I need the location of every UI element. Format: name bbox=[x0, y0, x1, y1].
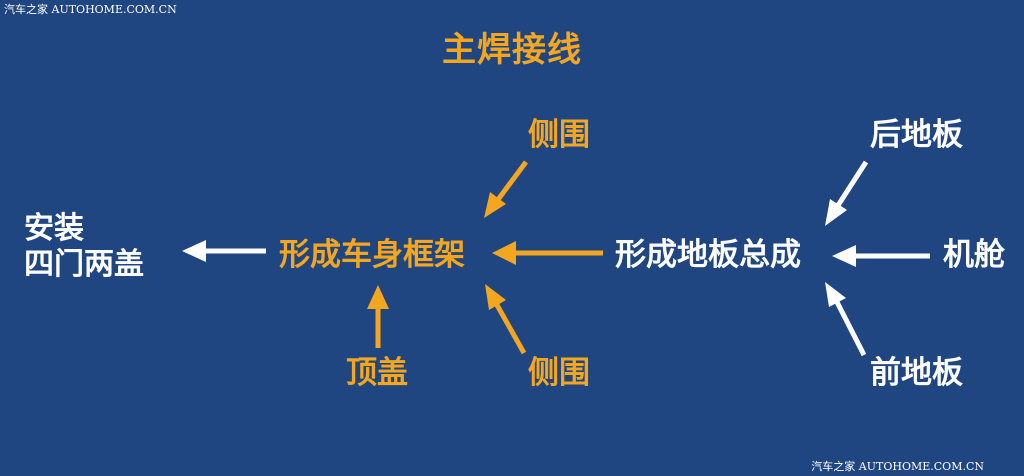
roof-node: 顶盖 bbox=[346, 355, 408, 391]
front-floor-node: 前地板 bbox=[870, 355, 963, 391]
arrow-floor-to-frame bbox=[492, 241, 603, 265]
watermark-top: 汽车之家 AUTOHOME.COM.CN bbox=[4, 3, 177, 16]
arrow-side-top-to-frame bbox=[484, 160, 529, 218]
arrow-roof-to-frame bbox=[367, 285, 389, 348]
body-frame-node: 形成车身框架 bbox=[279, 237, 465, 273]
final-step-label: 安装 四门两盖 bbox=[24, 211, 144, 283]
watermark-bottom: 汽车之家 AUTOHOME.COM.CN bbox=[811, 460, 984, 473]
final-step-line2: 四门两盖 bbox=[24, 247, 144, 282]
diagram-title: 主焊接线 bbox=[442, 30, 582, 70]
arrow-side-bottom-to-frame bbox=[485, 284, 527, 355]
arrow-front-to-floor bbox=[825, 282, 867, 357]
rear-floor-node: 后地板 bbox=[870, 117, 963, 153]
arrow-engine-to-floor bbox=[832, 245, 930, 267]
floor-assembly-node: 形成地板总成 bbox=[615, 237, 801, 273]
final-step-line1: 安装 bbox=[24, 211, 84, 246]
side-panel-top-node: 侧围 bbox=[528, 117, 590, 153]
arrow-rear-to-floor bbox=[825, 160, 869, 226]
arrow-frame-to-final bbox=[182, 240, 266, 262]
side-panel-bottom-node: 侧围 bbox=[528, 355, 590, 391]
engine-bay-node: 机舱 bbox=[943, 237, 1005, 273]
